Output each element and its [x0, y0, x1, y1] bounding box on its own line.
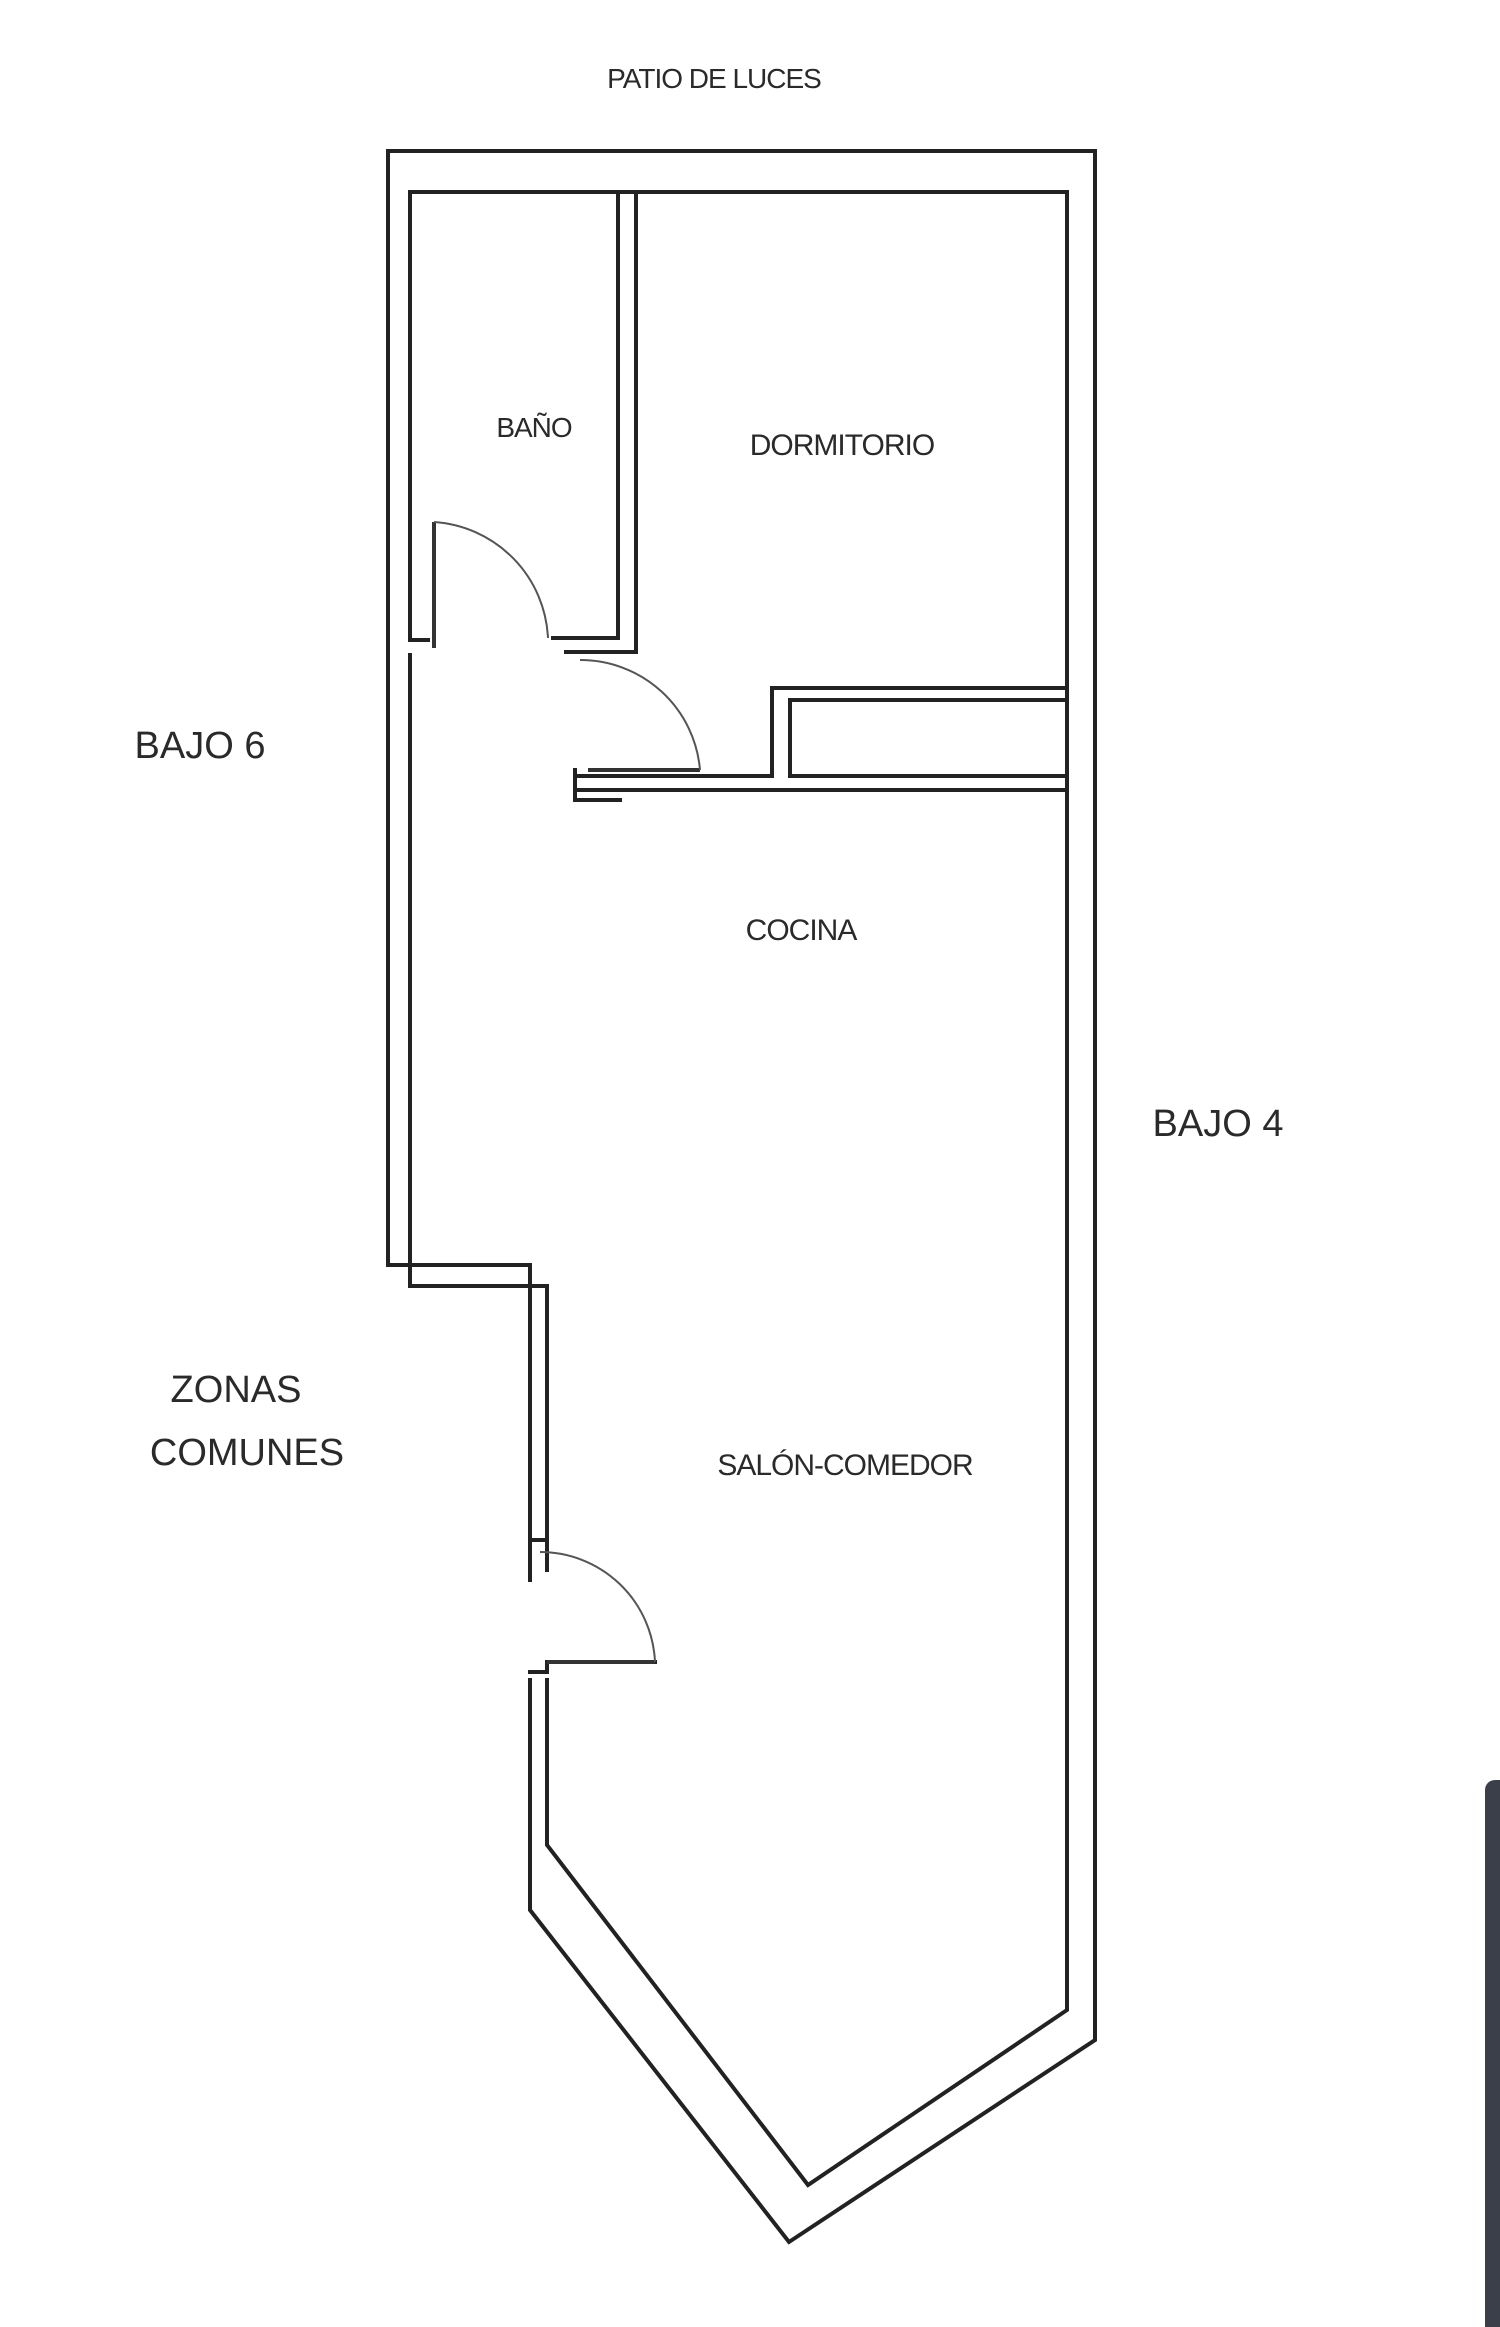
label-bajo-4: BAJO 4 — [1153, 1103, 1284, 1145]
exterior-wall-outer — [386, 149, 1097, 2245]
exterior-wall-inner — [408, 190, 1069, 2188]
label-comunes: COMUNES — [150, 1432, 344, 1474]
label-zonas: ZONAS — [171, 1369, 302, 1411]
label-patio-de-luces: PATIO DE LUCES — [607, 63, 821, 94]
screen-edge-bar — [1485, 1780, 1500, 2327]
label-bajo-6: BAJO 6 — [135, 725, 266, 767]
bedroom-door-swing — [579, 658, 701, 771]
bathroom-left-jamb — [408, 190, 430, 642]
entrance-jamb-top — [528, 1538, 549, 1552]
bedroom-door-jamb — [573, 768, 622, 802]
bathroom-partition — [551, 190, 638, 654]
bedroom-closet-partition — [573, 686, 1069, 792]
bathroom-door-swing — [433, 521, 549, 639]
label-salon-comedor: SALÓN-COMEDOR — [717, 1449, 973, 1482]
label-bano: BAÑO — [496, 412, 572, 443]
entrance-door-swing — [539, 1550, 656, 1663]
label-cocina: COCINA — [746, 914, 858, 947]
label-dormitorio: DORMITORIO — [750, 429, 934, 462]
